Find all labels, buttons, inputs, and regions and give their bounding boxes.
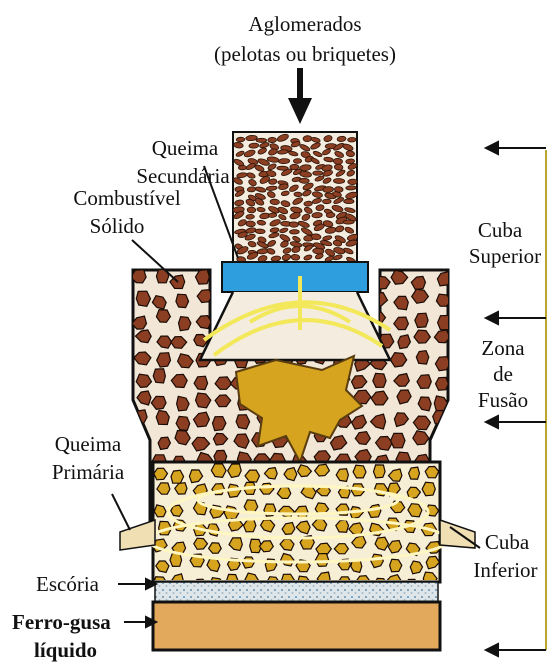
- label-zona-1: Zona: [458, 336, 548, 360]
- secondary-burn-chamber: [222, 262, 368, 292]
- label-queima-secundaria-2: Secundária: [118, 164, 248, 188]
- label-queima-primaria-1: Queima: [28, 432, 148, 456]
- label-ferro-gusa: Ferro-gusa: [12, 610, 111, 634]
- label-queima-primaria-2: Primária: [28, 460, 148, 484]
- slag-layer: [155, 582, 438, 602]
- label-cuba-superior-1: Cuba: [450, 218, 550, 242]
- label-zona-3: Fusão: [458, 388, 548, 412]
- molten-iron: [153, 602, 440, 650]
- label-queima-secundaria-1: Queima: [120, 136, 250, 160]
- label-liquido: líquido: [34, 638, 97, 662]
- label-aglomerados: Aglomerados: [190, 12, 420, 36]
- label-cuba-inferior-2: Inferior: [458, 558, 553, 582]
- tuyere-left: [120, 520, 155, 550]
- label-cuba-inferior-1: Cuba: [462, 530, 552, 554]
- label-cuba-superior-2: Superior: [455, 244, 555, 268]
- label-escoria: Escória: [36, 572, 99, 596]
- label-pelotas: (pelotas ou briquetes): [175, 42, 435, 66]
- arrow-right-icon: [118, 579, 156, 627]
- label-combustivel-2: Sólido: [52, 214, 182, 238]
- feed-arrow-down-icon: [288, 68, 312, 124]
- label-zona-2: de: [458, 362, 548, 386]
- leader-primary: [112, 494, 130, 530]
- label-combustivel-1: Combustível: [52, 186, 202, 210]
